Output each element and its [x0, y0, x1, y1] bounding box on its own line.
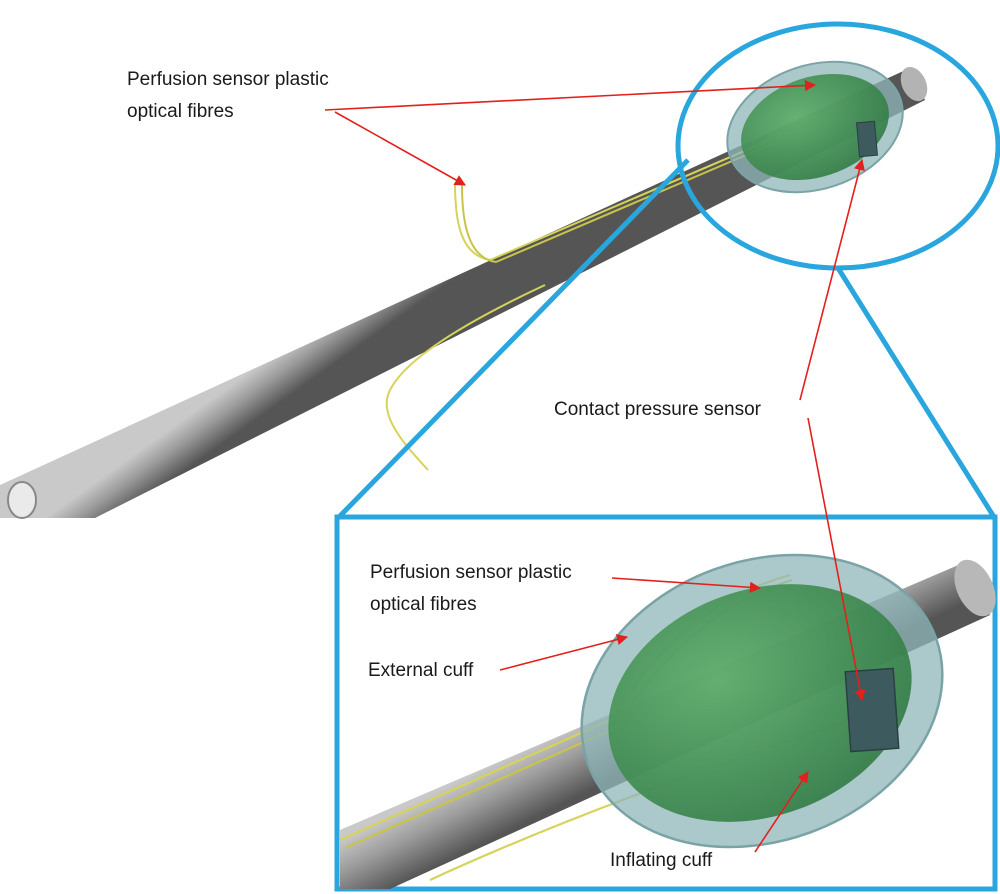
label-inset-fibres-line2: optical fibres [370, 594, 477, 615]
annotation-arrows [324, 79, 866, 853]
label-inset-fibres-line1: Perfusion sensor plastic [370, 562, 572, 583]
contact-pressure-sensor [856, 120, 878, 158]
labels: Perfusion sensor plastic optical fibres … [127, 69, 762, 871]
inflating-cuff [741, 73, 889, 181]
label-external-cuff: External cuff [368, 660, 474, 681]
main-tube-view [0, 21, 1000, 519]
inset-tube-tip [954, 559, 996, 617]
tube-body [0, 68, 925, 518]
inset-inflating-cuff [608, 584, 912, 822]
tube-opening [7, 481, 37, 519]
tube-tip [900, 66, 928, 102]
label-top-fibres-line1: Perfusion sensor plastic [127, 69, 329, 90]
optical-fibres [385, 139, 773, 471]
zoom-connectors [337, 158, 997, 519]
label-contact-pressure-sensor: Contact pressure sensor [554, 399, 762, 420]
magnified-inset [334, 514, 998, 892]
label-inflating-cuff: Inflating cuff [610, 850, 713, 871]
inset-contact-pressure-sensor [844, 667, 900, 753]
label-top-fibres-line2: optical fibres [127, 101, 234, 122]
